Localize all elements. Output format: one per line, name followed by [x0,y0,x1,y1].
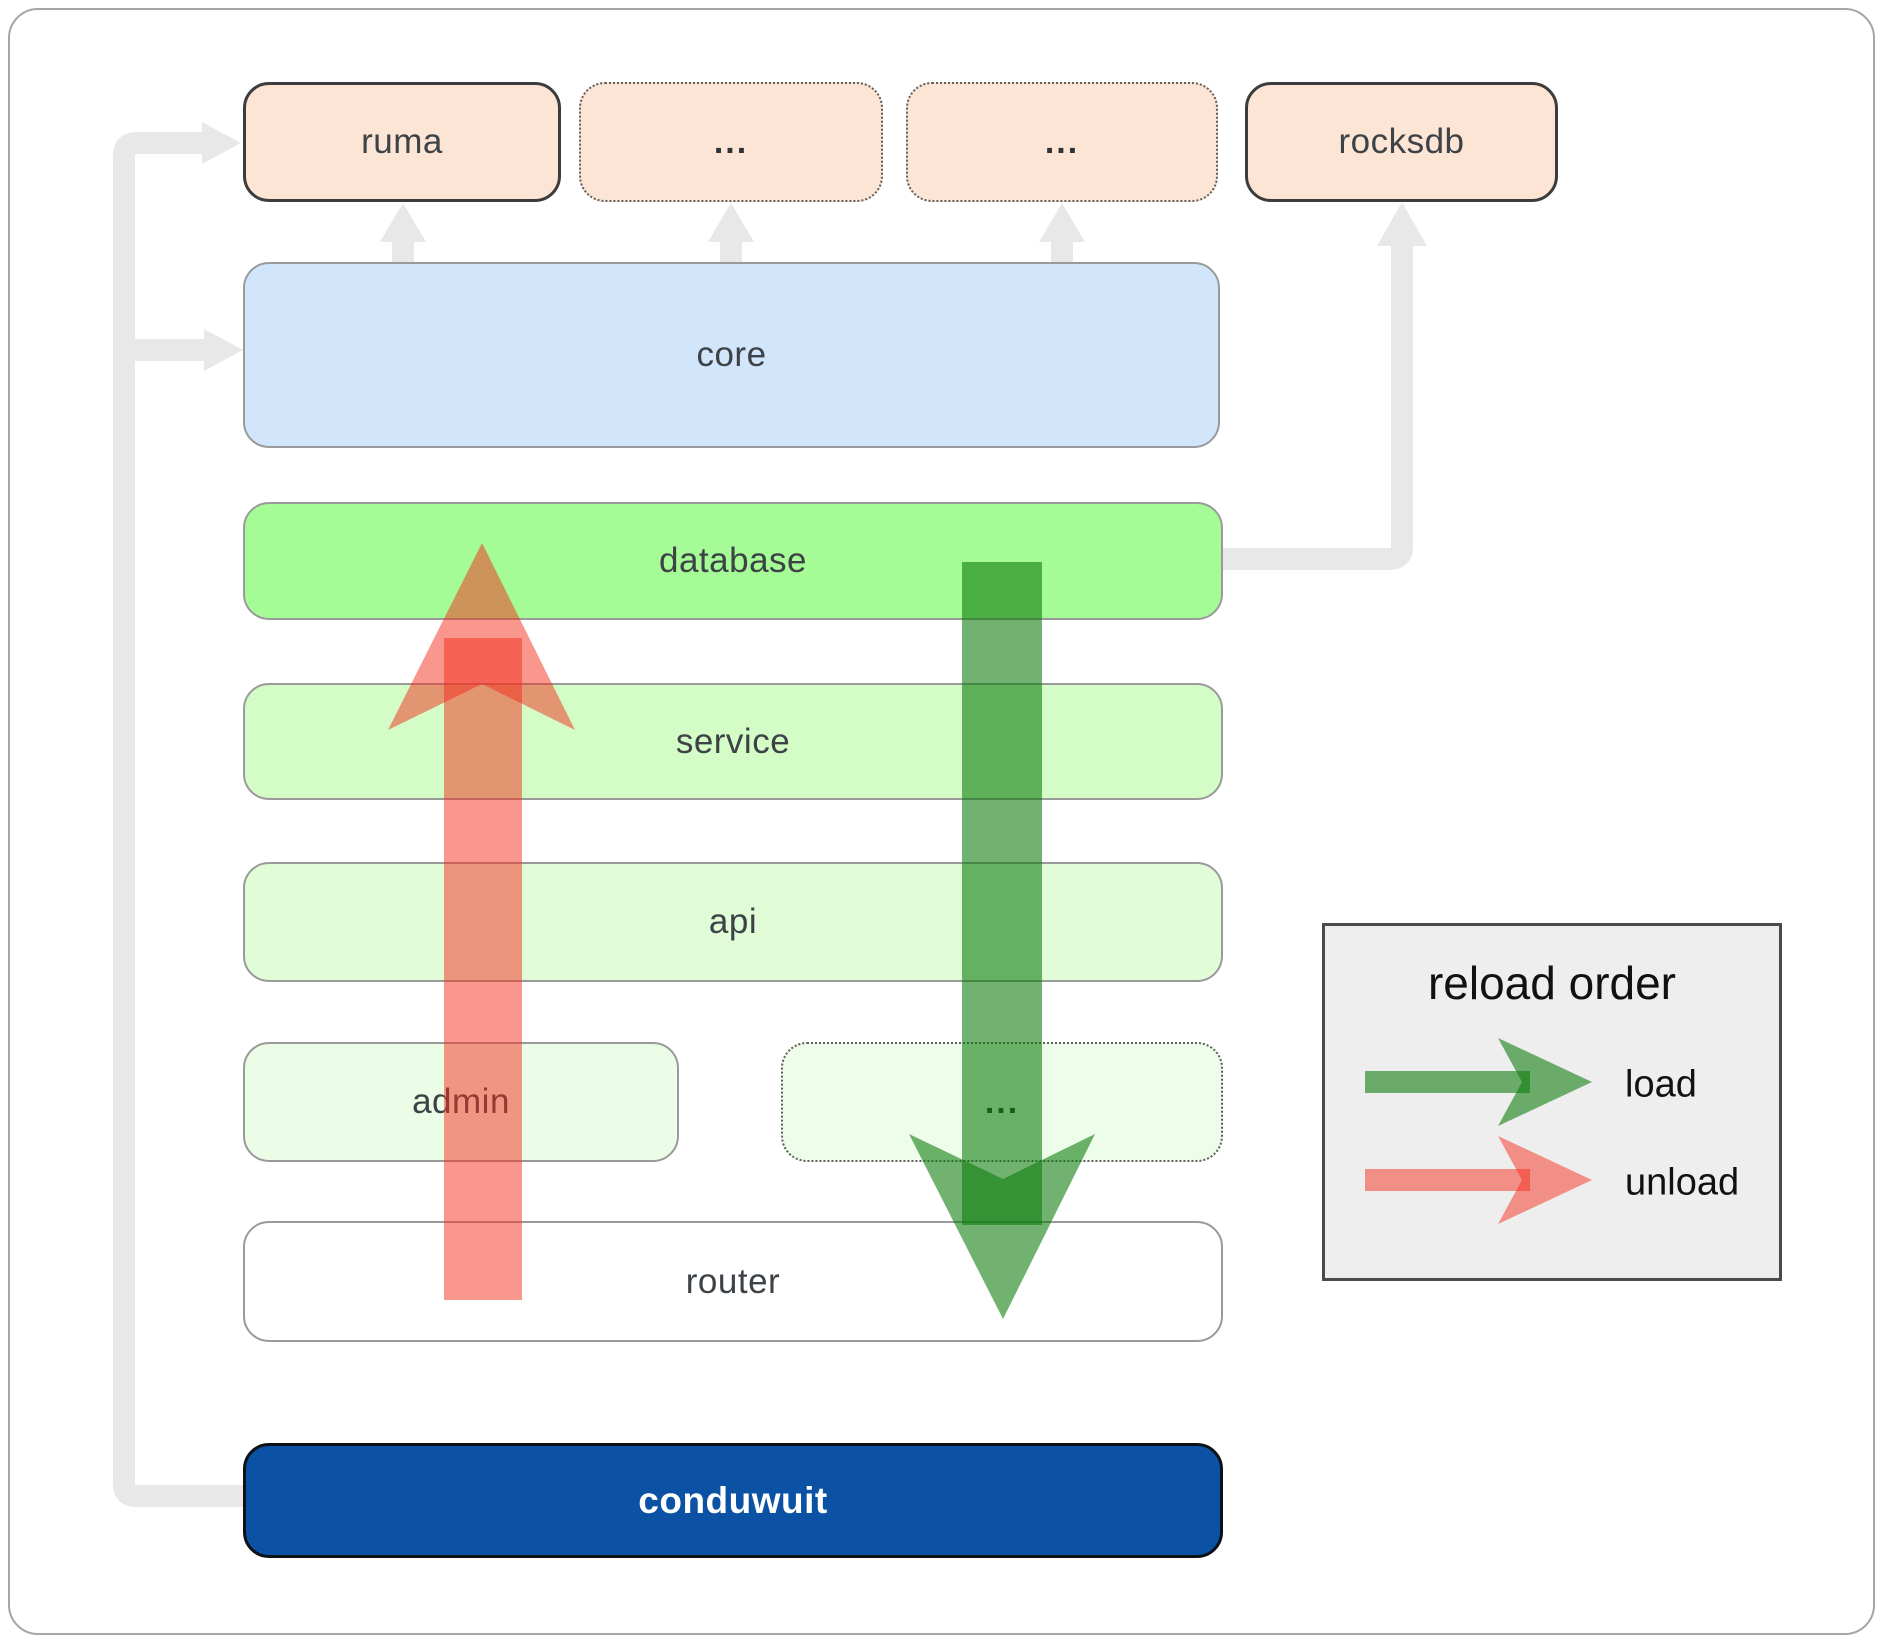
arrowhead-to-ruma [202,122,241,164]
box-core-label: core [696,335,767,374]
arrowhead-core-more1 [708,203,754,242]
box-api: api [243,862,1223,982]
box-admin-more-label: ... [984,1082,1020,1121]
arrowhead-core-more2 [1039,203,1085,242]
box-router-label: router [685,1261,781,1301]
box-deps-more-1-label: ... [713,122,749,161]
box-rocksdb-label: rocksdb [1338,122,1465,161]
box-service: service [243,683,1223,800]
box-admin: admin [243,1042,679,1162]
box-router: router [243,1221,1223,1342]
box-core: core [243,262,1220,448]
box-ruma-label: ruma [361,122,443,161]
box-conduwuit: conduwuit [243,1443,1223,1558]
box-database: database [243,502,1223,620]
arrowhead-core-ruma [380,203,426,242]
box-deps-more-2-label: ... [1044,122,1080,161]
box-rocksdb: rocksdb [1245,82,1558,202]
legend-unload-label: unload [1625,1161,1740,1204]
connector-conduwuit-trunk [113,132,243,1507]
connector-database-rocksdb [1223,244,1413,570]
arrowhead-to-rocksdb [1377,202,1427,246]
box-api-label: api [708,902,758,941]
box-service-label: service [675,721,791,761]
arrowhead-to-core [204,329,243,371]
box-admin-label: admin [412,1082,510,1121]
legend-reload-order: reload order load unload [1322,923,1782,1281]
legend-title: reload order [1427,957,1677,1009]
box-deps-more-1: ... [579,82,883,202]
box-deps-more-2: ... [906,82,1218,202]
box-database-label: database [658,541,808,580]
box-ruma: ruma [243,82,561,202]
box-conduwuit-label: conduwuit [638,1479,828,1521]
legend-load-label: load [1625,1063,1697,1106]
outer-frame [8,8,1875,1635]
box-admin-more: ... [781,1042,1223,1162]
